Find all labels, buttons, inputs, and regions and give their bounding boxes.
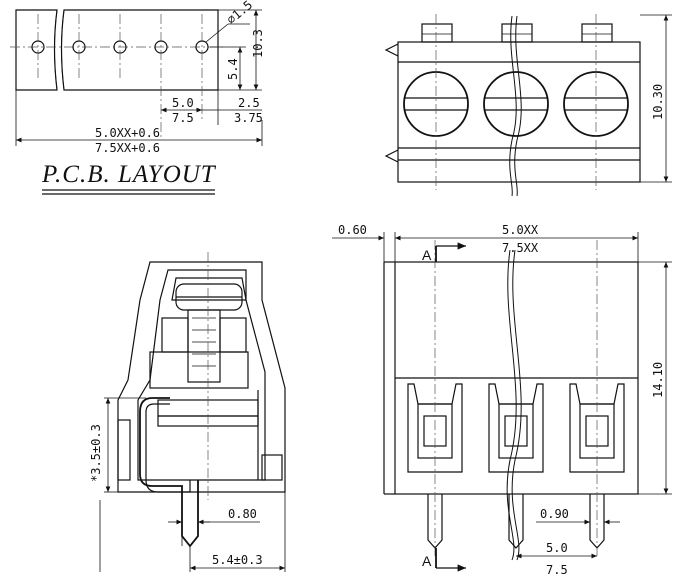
front-pin-width-label: 0.90 [540,507,569,521]
side-section-view: *3.5±0.3 0.80 5.4±0.3 [89,252,286,572]
front-pitch-b-label: 7.5 [546,563,568,577]
pcb-pitch-a-label: 5.0 [172,96,194,110]
top-view: 10.30 [384,14,672,197]
pcb-layout-view: ⌀1.5 10.3 5.4 5.0 7.5 2.5 3.75 5.0XX+0.6… [10,0,265,195]
pcb-edge-a-label: 2.5 [238,96,260,110]
section-a-top-label: A [422,247,432,263]
pcb-pitch-b-label: 7.5 [172,111,194,125]
pcb-layout-title: P.C.B. LAYOUT [41,161,217,188]
side-pin-width-label: 0.80 [228,507,257,521]
front-overhang-label: 0.60 [338,223,367,237]
pcb-total-b-label: 7.5XX+0.6 [95,141,160,155]
pcb-edge-b-label: 3.75 [234,111,263,125]
side-pin-height-label: *3.5±0.3 [89,424,103,482]
front-width-b-label: 7.5XX [502,241,539,255]
hole-diameter-label: ⌀1.5 [224,0,255,27]
pcb-hole-offset-label: 5.4 [226,58,240,80]
pcb-total-a-label: 5.0XX+0.6 [95,126,160,140]
front-view: 0.60 5.0XX 7.5XX A 14.10 0.90 5.0 7.5 A [332,223,672,577]
front-width-a-label: 5.0XX [502,223,539,237]
front-pitch-a-label: 5.0 [546,541,568,555]
side-pin-offset-label: 5.4±0.3 [212,553,263,567]
section-a-bottom-label: A [422,553,432,569]
front-pins [427,494,605,549]
top-height-label: 10.30 [651,84,665,120]
front-height-label: 14.10 [651,362,665,398]
pcb-height-label: 10.3 [251,29,265,58]
